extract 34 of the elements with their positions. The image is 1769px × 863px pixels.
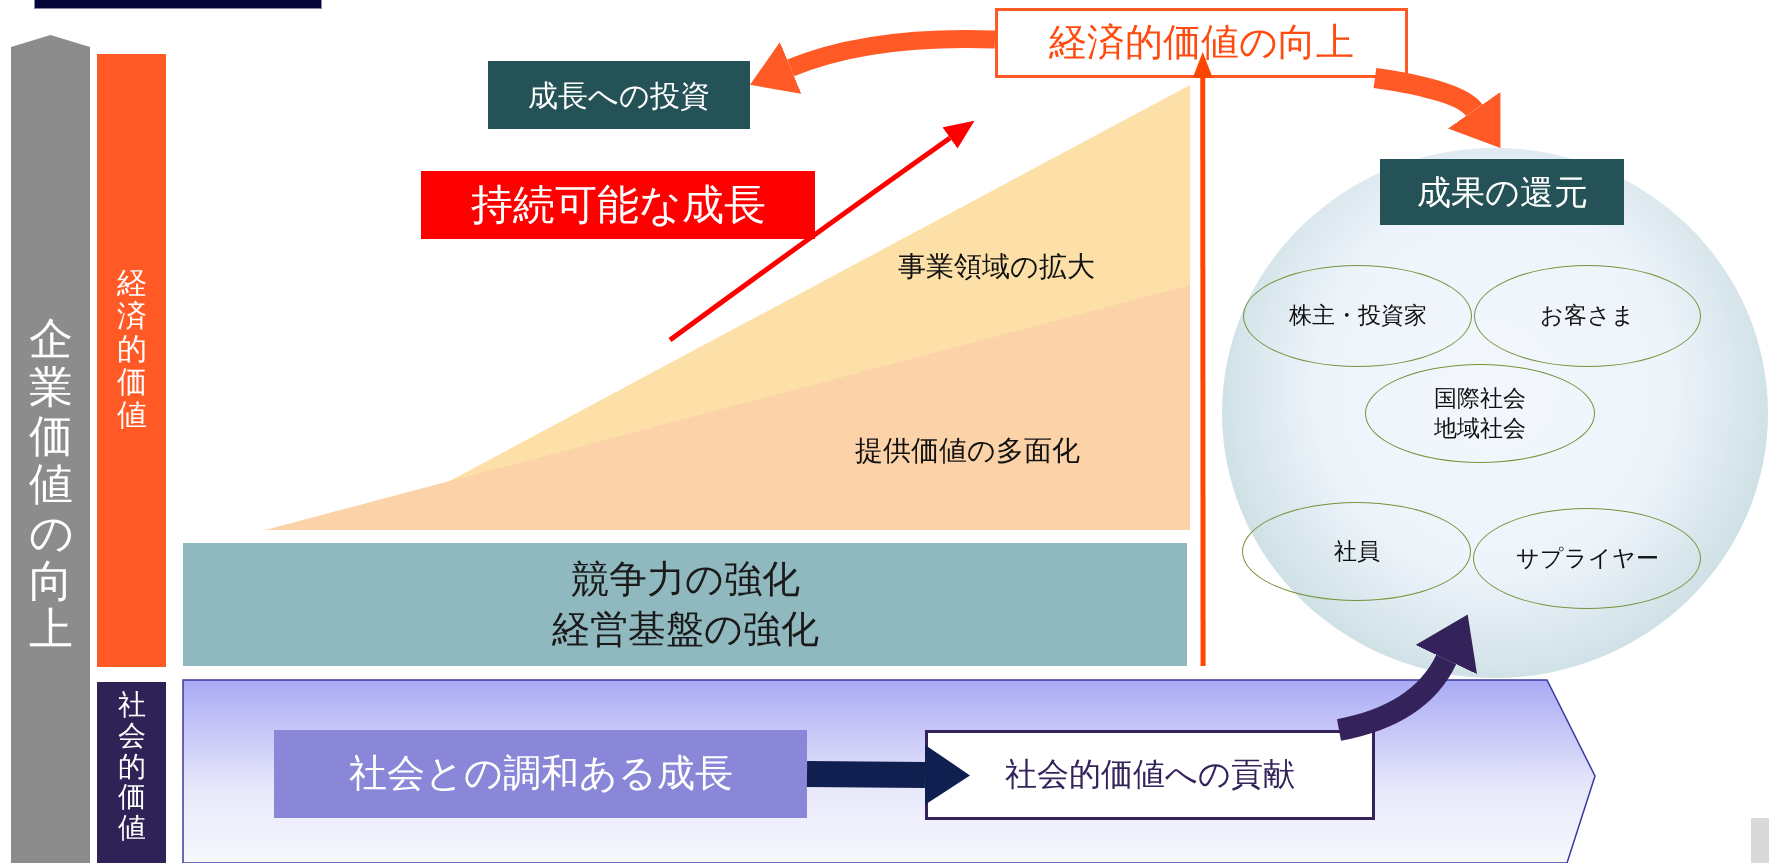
box-label: 株主・投資家: [1288, 301, 1427, 331]
box-label: 競争力の強化: [570, 556, 800, 604]
box-label: 成長への投資: [528, 76, 710, 115]
box-label: 社会との調和ある成長: [348, 750, 733, 798]
arrow: [1192, 52, 1213, 666]
vertical-bar: [97, 682, 166, 863]
box-label: サプライヤー: [1515, 543, 1659, 573]
text-box: [925, 730, 1375, 820]
stakeholder-ellipse: [1242, 502, 1471, 601]
box-label: お客さま: [1540, 301, 1635, 331]
arrow: [749, 30, 996, 95]
box-label: 経済的価値の向上: [1049, 19, 1354, 67]
box-label: 経営基盤の強化: [551, 605, 819, 653]
box-label: 社会的価値への貢献: [1005, 754, 1295, 796]
arrow: [1336, 615, 1477, 741]
text-box: [274, 730, 807, 818]
arrow: [806, 745, 970, 805]
box-label: 社員: [1333, 536, 1380, 566]
box-label: 持続可能な成長: [470, 178, 766, 231]
wedge-label: 提供価値の多面化: [855, 433, 1080, 469]
box-label: 国際社会: [1434, 383, 1526, 413]
text-box: [995, 8, 1408, 78]
box-label: 成果の還元: [1416, 170, 1588, 214]
vertical-label: 経済的価値: [116, 266, 147, 431]
stakeholder-ellipse: [1365, 364, 1595, 463]
text-box: [1380, 159, 1624, 225]
text-box: [421, 171, 815, 239]
vertical-label: 社会的価値: [117, 690, 146, 844]
wedge-label: 事業領域の拡大: [898, 249, 1095, 285]
vertical-bar: [97, 54, 166, 667]
text-box: [488, 61, 750, 129]
vertical-label: 企業価値の向上: [28, 315, 73, 654]
box-label: 地域社会: [1434, 413, 1526, 443]
text-box: [183, 543, 1187, 666]
